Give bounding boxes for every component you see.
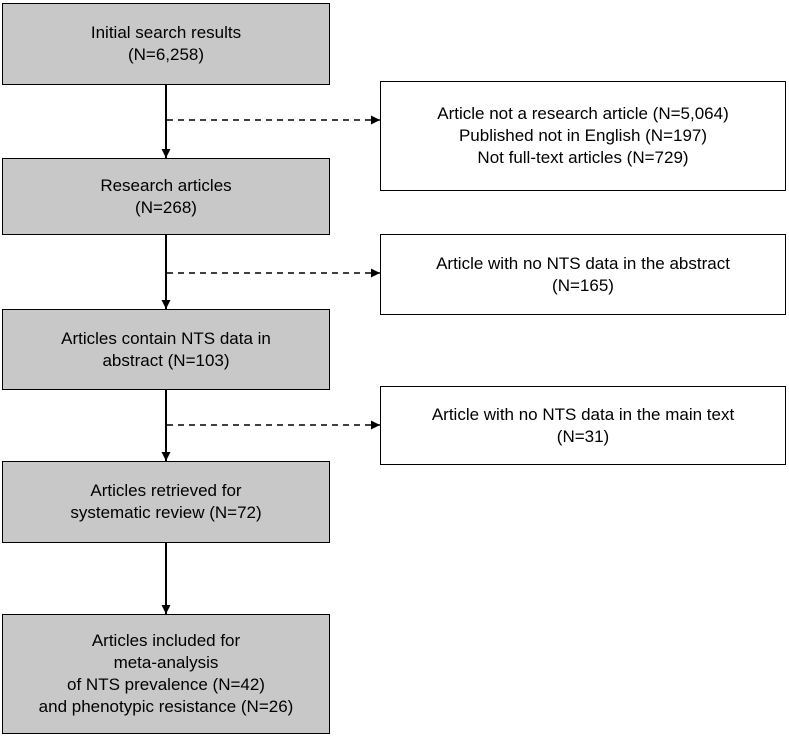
box-line: Research articles bbox=[100, 175, 232, 195]
box-line: Published not in English (N=197) bbox=[458, 126, 708, 145]
box-research-articles: Research articles (N=268) bbox=[2, 158, 330, 235]
box-nts-abstract: Articles contain NTS data in abstract (N… bbox=[2, 309, 330, 390]
box-line: meta-analysis bbox=[113, 653, 219, 672]
box-line: and phenotypic resistance (N=26) bbox=[38, 697, 294, 716]
box-line: (N=165) bbox=[552, 275, 614, 295]
box-line: (N=268) bbox=[135, 197, 197, 217]
box-line: Articles retrieved for bbox=[90, 481, 242, 500]
box-line: of NTS prevalence (N=42) bbox=[67, 675, 265, 694]
box-line: Article with no NTS data in the abstract bbox=[436, 253, 730, 273]
box-line: (N=6,258) bbox=[127, 45, 205, 64]
box-line: abstract (N=103) bbox=[102, 350, 230, 370]
box-initial-search: Initial search results (N=6,258) bbox=[2, 3, 330, 85]
box-line: Article with no NTS data in the main tex… bbox=[431, 404, 735, 424]
box-exclusion-1: Article not a research article (N=5,064)… bbox=[380, 81, 786, 191]
box-systematic-review: Articles retrieved for systematic review… bbox=[2, 461, 330, 543]
box-line: Articles contain NTS data in bbox=[61, 328, 271, 348]
box-exclusion-3: Article with no NTS data in the main tex… bbox=[380, 386, 786, 465]
box-line: Initial search results bbox=[90, 23, 242, 42]
box-line: (N=31) bbox=[556, 426, 610, 446]
box-line: Not full-text articles (N=729) bbox=[477, 148, 689, 167]
box-meta-analysis: Articles included for meta-analysis of N… bbox=[2, 614, 330, 734]
box-exclusion-2: Article with no NTS data in the abstract… bbox=[380, 234, 786, 315]
box-line: systematic review (N=72) bbox=[70, 503, 262, 522]
box-line: Article not a research article (N=5,064) bbox=[437, 104, 729, 123]
box-line: Articles included for bbox=[91, 631, 241, 650]
